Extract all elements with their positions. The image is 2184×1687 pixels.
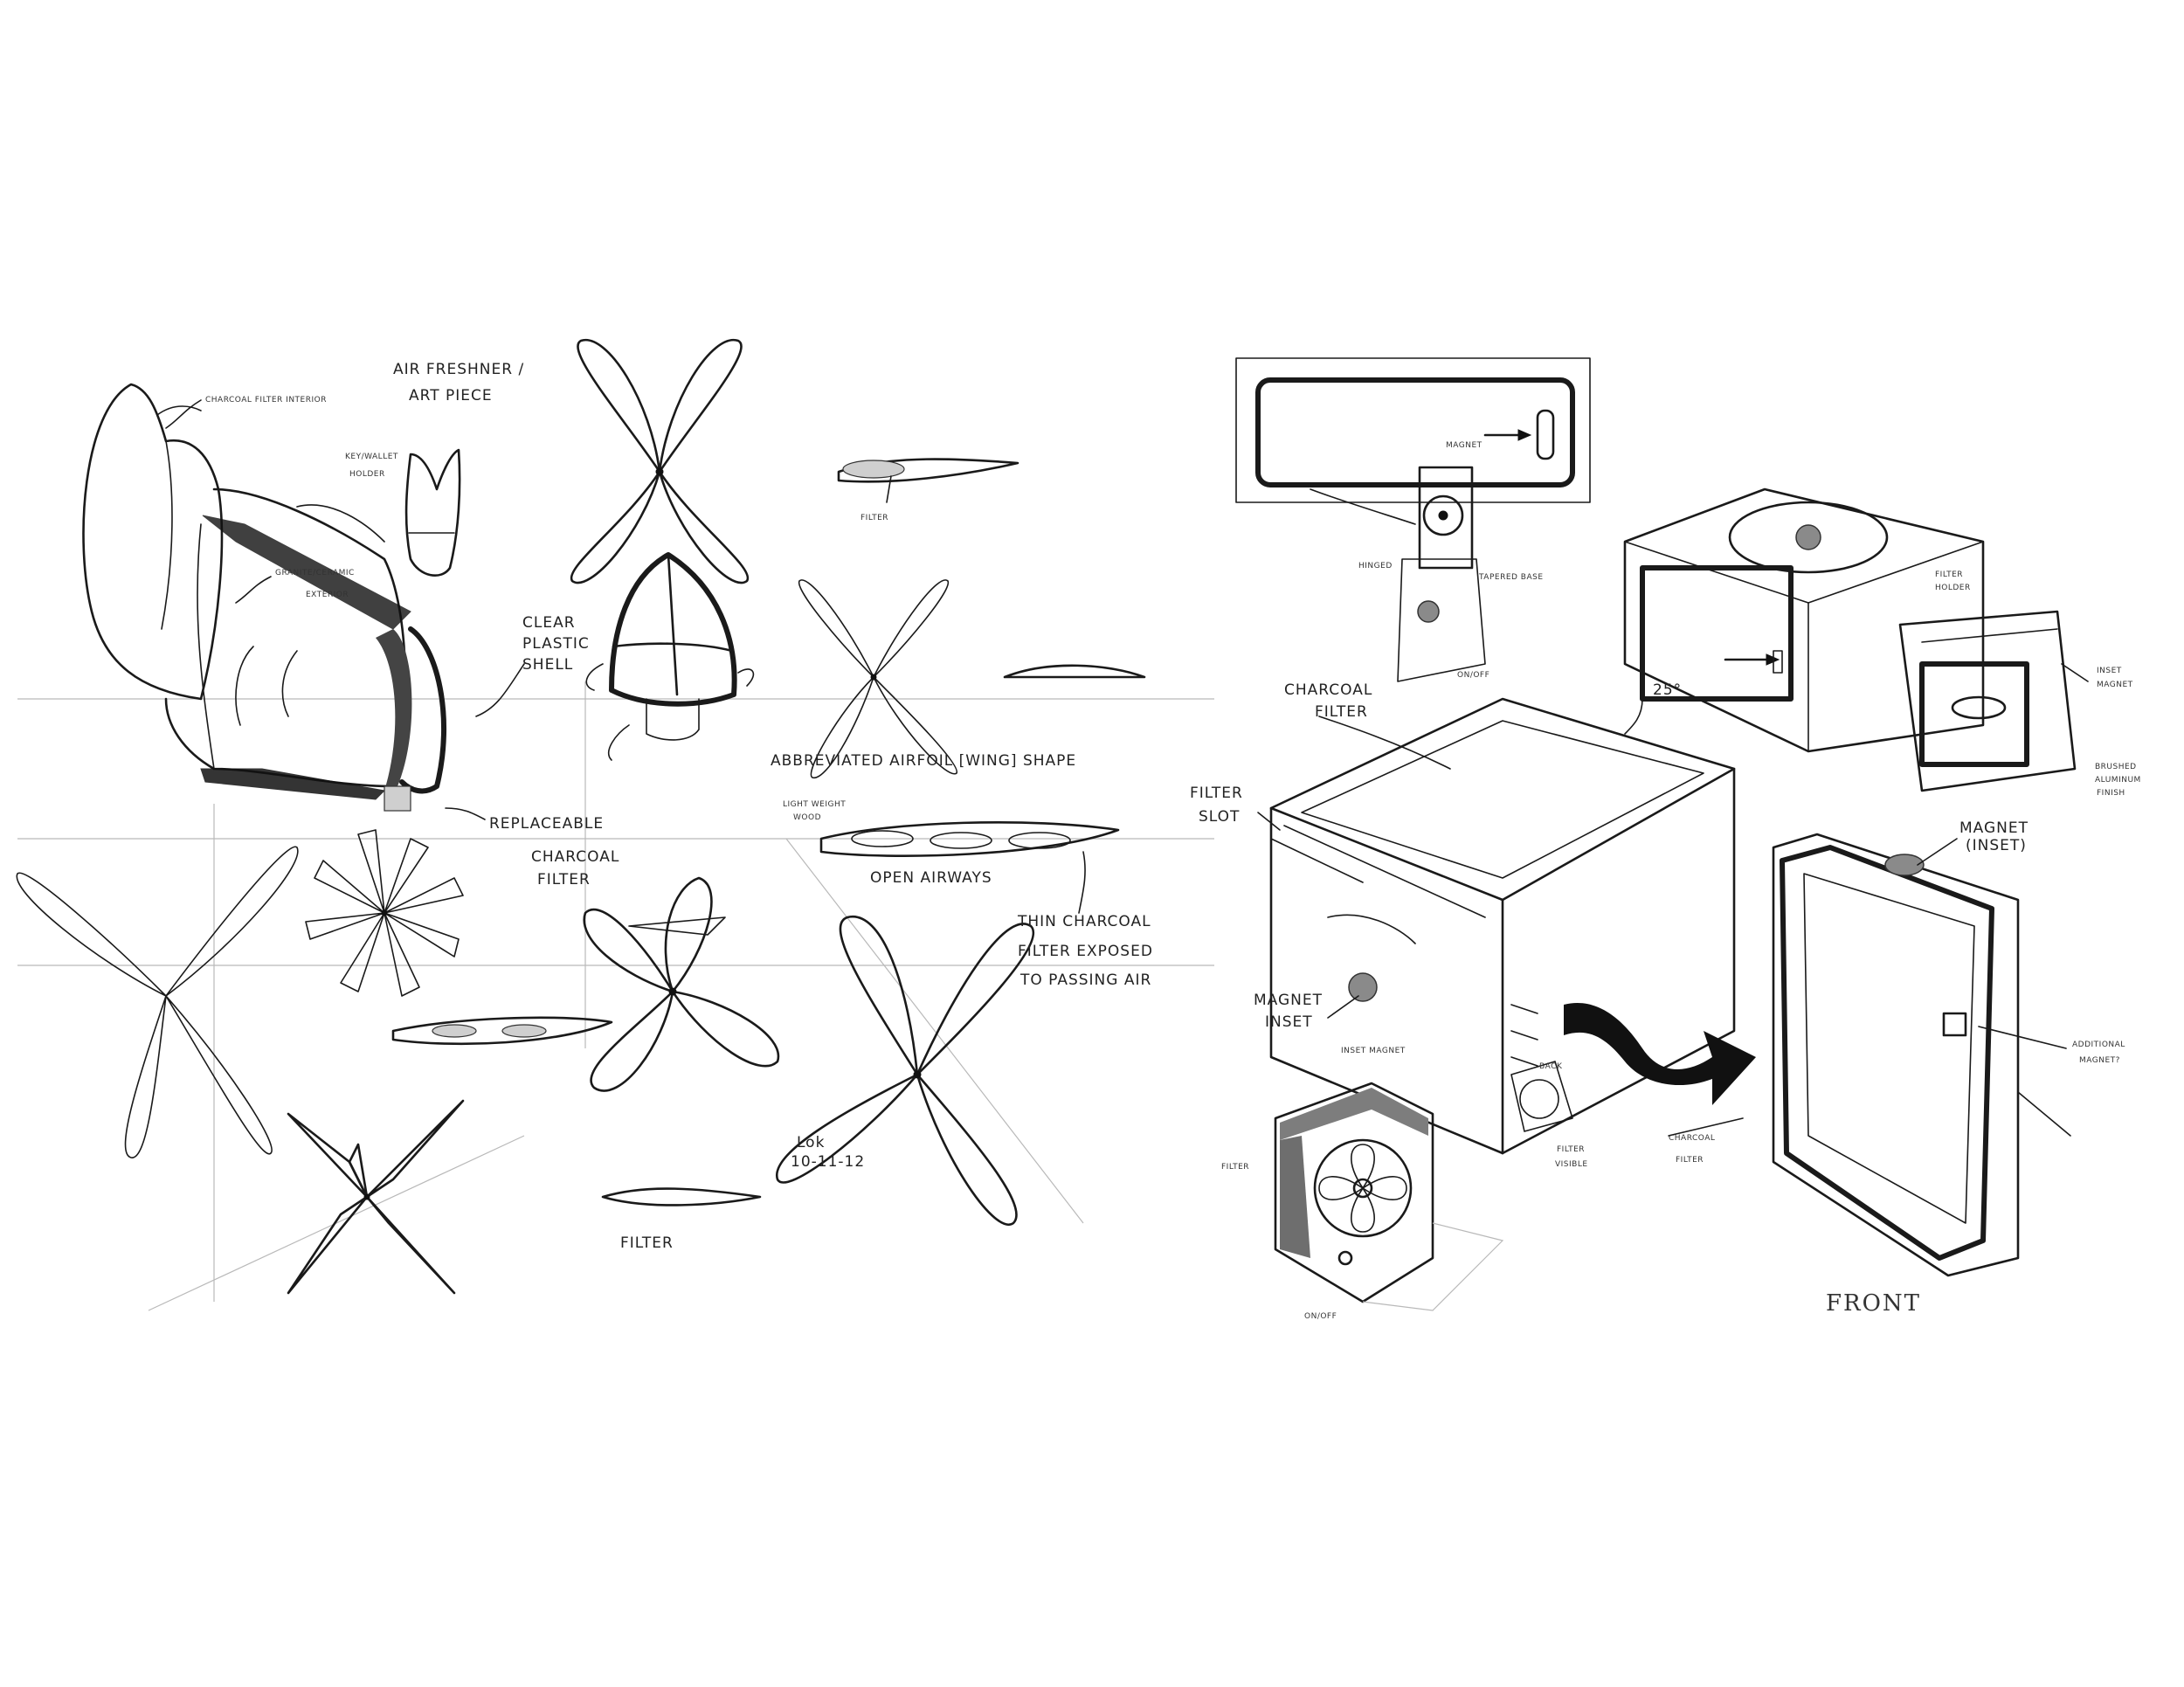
wall-mount-frame-sketch	[1235, 357, 1591, 682]
label-magnet-inset-r-2: (INSET)	[1966, 837, 2027, 854]
label-abbreviated-airfoil: ABBREVIATED AIRFOIL [WING] SHAPE	[771, 752, 1076, 770]
clear-plastic-shell-sketch	[585, 552, 755, 741]
label-filter-bottom: FILTER	[620, 1234, 674, 1252]
star-flower	[287, 1099, 465, 1295]
label-wood: WOOD	[793, 813, 821, 822]
cross-petal-flower	[798, 579, 957, 778]
label-angle: 25°	[1653, 681, 1682, 699]
label-filter-slot: FILTER	[1190, 785, 1243, 802]
pinwheel-flower-three	[583, 876, 780, 1092]
label-filter-visible: FILTER	[1557, 1145, 1585, 1154]
label-charcoal-filter-interior: CHARCOAL FILTER INTERIOR	[205, 396, 327, 404]
label-magnet-inset-2: INSET	[1265, 1013, 1313, 1031]
label-art-piece: ART PIECE	[409, 387, 493, 404]
label-charcoal-box-filter: FILTER	[1315, 703, 1368, 721]
small-fan-box-sketch	[1274, 1061, 1573, 1311]
label-filter-slot-2: SLOT	[1199, 808, 1240, 826]
label-exterior: EXTERIOR	[306, 591, 349, 599]
label-brushed-aluminum-2: ALUMINUM	[2095, 776, 2141, 785]
leader-lines	[165, 399, 2089, 1137]
large-flower-bottom	[776, 915, 1034, 1226]
pinwheel-flower-small	[305, 829, 464, 997]
label-magnet-inset: MAGNET	[1254, 992, 1323, 1009]
label-clear: CLEAR	[522, 614, 576, 632]
label-air-freshener: AIR FRESHNER /	[393, 361, 524, 378]
fan-housing-sketch	[1623, 487, 1985, 753]
label-to-passing-air: TO PASSING AIR	[1019, 971, 1151, 989]
label-filter-holder-2: HOLDER	[1935, 584, 1971, 592]
label-magnet: MAGNET	[1446, 441, 1482, 450]
label-additional-magnet-2: MAGNET?	[2079, 1056, 2120, 1065]
label-replaceable: REPLACEABLE	[489, 815, 604, 833]
label-tapered-base: TAPERED BASE	[1478, 573, 1544, 582]
filter-holder-sketch	[1898, 610, 2077, 792]
label-magnet-inset-r: MAGNET	[1959, 819, 2028, 837]
label-on-off-small: ON/OFF	[1304, 1312, 1337, 1321]
label-thin-charcoal: THIN CHARCOAL	[1017, 913, 1151, 930]
label-plastic: PLASTIC	[522, 635, 590, 653]
label-charcoal-box: CHARCOAL	[1284, 681, 1372, 699]
label-filter-holder: FILTER	[1935, 570, 1963, 579]
label-charcoal-filter-r: CHARCOAL	[1669, 1134, 1715, 1143]
key-wallet-holder-sketch	[296, 448, 461, 577]
label-filter-small: FILTER	[1221, 1163, 1249, 1172]
filter-box-main	[1269, 697, 1736, 1155]
label-back: BACK	[1539, 1062, 1563, 1071]
label-additional-magnet: ADDITIONAL	[2072, 1041, 2125, 1049]
label-on-off: ON/OFF	[1457, 671, 1489, 680]
label-holder: HOLDER	[349, 470, 385, 479]
annotations: CHARCOAL FILTER INTERIOR AIR FRESHNER / …	[205, 361, 2141, 1321]
label-front: FRONT	[1826, 1290, 1921, 1317]
label-light-weight: LIGHT WEIGHT	[783, 800, 846, 809]
label-brushed-aluminum-3: FINISH	[2097, 789, 2125, 798]
label-inset-magnet: INSET MAGNET	[1341, 1047, 1406, 1055]
label-charcoal: CHARCOAL	[531, 848, 619, 866]
tall-filter-unit-sketch	[1772, 833, 2071, 1277]
label-brushed-aluminum: BRUSHED	[2095, 763, 2137, 771]
label-granite-ceramic: GRANITE/CERAMIC	[275, 569, 355, 577]
label-signature: Lok	[797, 1134, 825, 1151]
big-black-arrow	[1564, 1003, 1756, 1105]
four-petal-flower-top	[570, 338, 750, 584]
label-hinged: HINGED	[1358, 562, 1393, 570]
label-date: 10-11-12	[791, 1153, 865, 1171]
construction-lines	[17, 681, 1214, 1311]
label-inset-magnet-r-2: MAGNET	[2097, 681, 2133, 689]
label-shell: SHELL	[522, 656, 573, 674]
air-freshener-shell-sketch	[82, 383, 447, 812]
four-petal-flower-left	[16, 846, 299, 1158]
label-filter: FILTER	[537, 871, 591, 888]
airfoil-shapes	[391, 458, 1146, 1206]
label-key-wallet: KEY/WALLET	[345, 453, 398, 461]
label-filter-top: FILTER	[860, 514, 888, 522]
label-inset-magnet-r: INSET	[2097, 667, 2122, 675]
label-filter-visible-2: VISIBLE	[1555, 1160, 1588, 1169]
label-open-airways: OPEN AIRWAYS	[870, 869, 992, 887]
label-filter-exposed: FILTER EXPOSED	[1018, 943, 1153, 960]
label-charcoal-filter-r-2: FILTER	[1676, 1156, 1704, 1165]
